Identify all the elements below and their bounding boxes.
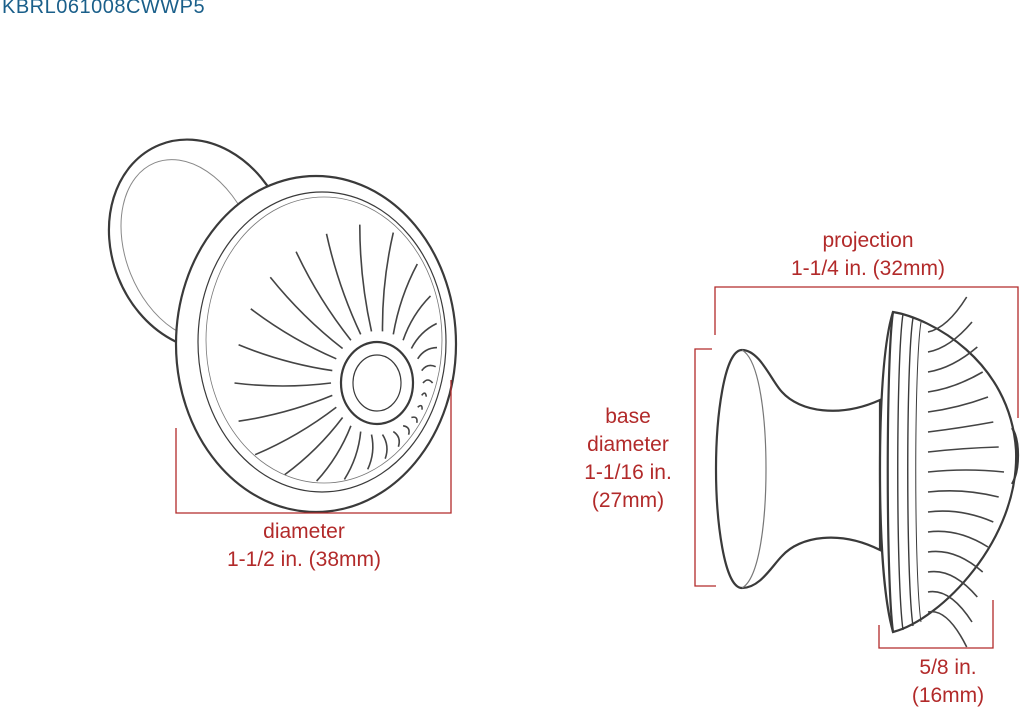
base-diameter-label-line2: diameter (587, 433, 669, 456)
projection-value: 1-1/4 in. (32mm) (790, 257, 946, 280)
front-groove (250, 308, 337, 360)
side-groove (927, 469, 1005, 473)
front-groove (238, 394, 333, 422)
base-diameter-value-mm: (27mm) (591, 489, 665, 512)
side-groove (927, 421, 994, 433)
base-diameter-value-in: 1-1/16 in. (584, 461, 672, 484)
side-groove (927, 396, 989, 413)
knob-front-view-icon (107, 138, 458, 514)
front-groove (392, 263, 419, 335)
front-groove (402, 425, 410, 435)
side-groove (927, 590, 973, 623)
base-diameter-label: base diameter 1-1/16 in. (27mm) (568, 403, 688, 515)
side-groove (927, 489, 999, 498)
front-groove (238, 344, 333, 372)
head-depth-value-in: 5/8 in. (919, 656, 977, 679)
front-groove (366, 434, 374, 470)
side-groove (927, 510, 994, 523)
diameter-label: diameter 1-1/2 in. (38mm) (204, 518, 404, 574)
product-sku: KBRL061008CWWP5 (2, 0, 206, 18)
side-groove (927, 371, 984, 393)
front-groove (316, 425, 352, 482)
front-groove (295, 251, 352, 341)
front-groove (381, 232, 395, 332)
front-groove (421, 392, 428, 397)
side-groove (927, 346, 978, 373)
front-groove (343, 431, 362, 480)
head-depth-value-mm: (16mm) (911, 684, 985, 707)
front-groove (411, 416, 418, 423)
knob-side-view-icon (714, 296, 1020, 648)
projection-label-text: projection (822, 229, 914, 252)
projection-label: projection 1-1/4 in. (32mm) (768, 227, 968, 283)
front-groove (325, 233, 362, 335)
front-groove (417, 346, 438, 360)
base-diameter-label-line1: base (605, 405, 651, 428)
front-groove (381, 434, 388, 459)
head-depth-dimension-line (878, 600, 994, 649)
front-groove (358, 224, 373, 332)
projection-dimension-line (714, 286, 1019, 418)
side-groove (927, 570, 978, 598)
side-groove (927, 530, 989, 548)
front-groove (269, 276, 344, 350)
side-groove (927, 610, 968, 648)
front-groove (234, 382, 332, 387)
head-depth-label: 5/8 in. (16mm) (893, 654, 1003, 710)
diameter-dimension-line (175, 380, 452, 514)
side-groove (927, 550, 984, 573)
front-groove (392, 430, 401, 447)
front-groove (254, 406, 337, 456)
diameter-label-text: diameter (263, 520, 345, 543)
front-groove (284, 417, 344, 476)
diameter-value: 1-1/2 in. (38mm) (226, 548, 382, 571)
front-groove (421, 364, 437, 372)
front-groove (417, 404, 423, 410)
front-groove (422, 379, 434, 384)
base-diameter-dimension-line (694, 348, 716, 587)
side-groove (927, 321, 973, 353)
front-groove (402, 295, 432, 341)
side-groove (927, 296, 968, 333)
side-groove (927, 446, 999, 453)
front-groove (410, 322, 438, 349)
